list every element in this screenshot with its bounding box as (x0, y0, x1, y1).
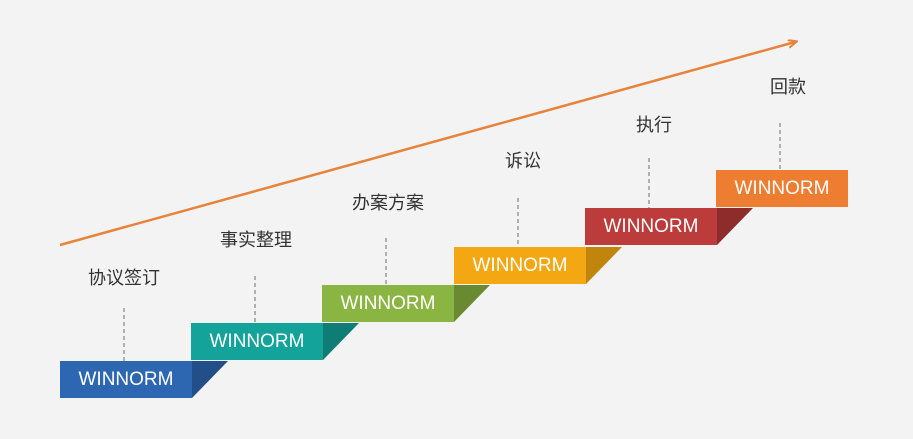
stage-box-3: WINNORM (322, 285, 454, 322)
stage-label-6: 回款 (770, 77, 806, 98)
stage-box-5: WINNORM (585, 208, 717, 245)
stage-shade-2 (323, 323, 359, 360)
progress-arrow (59, 42, 795, 247)
stage-label-4: 诉讼 (505, 151, 541, 172)
stage-label-3: 办案方案 (352, 193, 424, 214)
stage-label-5: 执行 (636, 115, 672, 136)
stage-box-1: WINNORM (60, 361, 192, 398)
stage-box-4: WINNORM (454, 247, 586, 284)
stage-shade-4 (586, 247, 622, 284)
stage-shade-1 (192, 361, 228, 398)
stage-shade-3 (454, 285, 490, 322)
stage-box-6: WINNORM (716, 170, 848, 207)
stage-shade-5 (717, 208, 753, 245)
stage-label-1: 协议签订 (88, 268, 160, 289)
stage-box-2: WINNORM (191, 323, 323, 360)
stage-label-2: 事实整理 (220, 230, 292, 251)
